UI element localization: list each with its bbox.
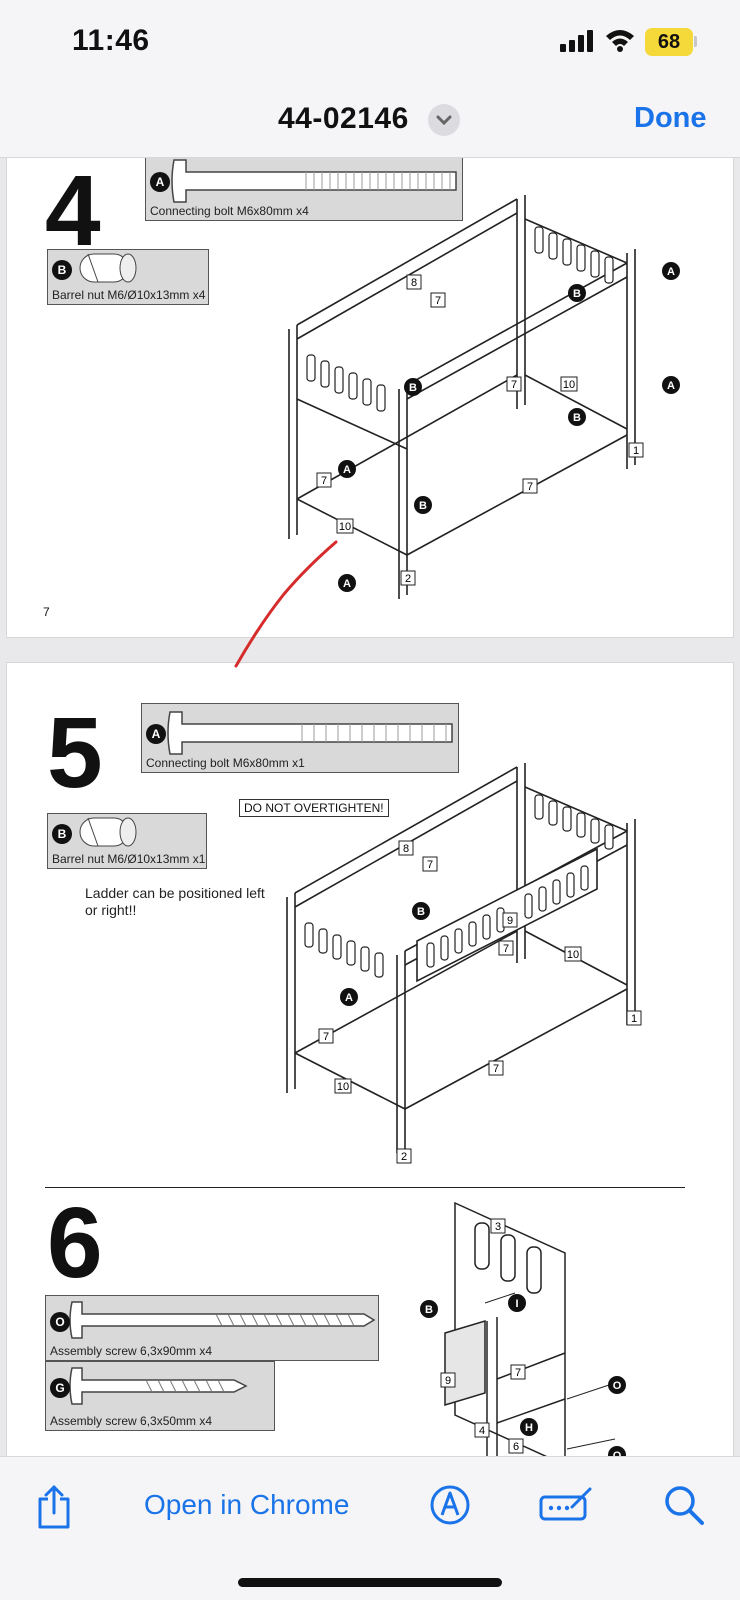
short-screw-illustration bbox=[69, 1367, 248, 1405]
part-b-badge: B bbox=[52, 824, 72, 844]
short-screw-part-box: G Assembly screw 6,3x50mm x4 bbox=[45, 1361, 275, 1431]
barrel-nut-part-box: B Barrel nut M6/Ø10x13mm x1 bbox=[47, 813, 207, 869]
bolt-illustration bbox=[167, 711, 453, 755]
callout-10: 10 bbox=[339, 521, 351, 533]
callout-7: 7 bbox=[427, 859, 433, 871]
bolt-part-box: A Connecting bolt M6x80mm x4 bbox=[145, 158, 463, 221]
fill-sign-icon[interactable] bbox=[538, 1483, 594, 1527]
callout-3: 3 bbox=[495, 1221, 501, 1233]
barrel-nut-illustration bbox=[79, 253, 137, 283]
clock: 11:46 bbox=[72, 24, 150, 57]
badge-b: B bbox=[419, 500, 427, 512]
chevron-down-icon bbox=[436, 115, 452, 126]
section-divider bbox=[45, 1187, 685, 1188]
badge-a: A bbox=[667, 266, 675, 278]
warning-label: DO NOT OVERTIGHTEN! bbox=[239, 799, 389, 817]
callout-1: 1 bbox=[633, 445, 639, 457]
long-screw-label: Assembly screw 6,3x90mm x4 bbox=[50, 1344, 213, 1358]
callout-10: 10 bbox=[337, 1081, 349, 1093]
callout-2: 2 bbox=[405, 573, 411, 585]
page-number: 7 bbox=[43, 605, 50, 619]
document-nav-bar: 44-02146 Done bbox=[0, 80, 740, 158]
barrel-nut-illustration bbox=[79, 817, 137, 847]
callout-6: 6 bbox=[513, 1441, 519, 1453]
pdf-viewer[interactable]: 4 A Connecting bolt M6x80mm x4 bbox=[0, 158, 740, 1456]
step-number: 4 bbox=[45, 158, 101, 267]
callout-10: 10 bbox=[567, 949, 579, 961]
badge-a: A bbox=[343, 464, 351, 476]
ladder-note: Ladder can be positioned left or right!! bbox=[85, 885, 265, 918]
cellular-signal-icon bbox=[560, 30, 593, 52]
badge-b: B bbox=[425, 1304, 433, 1316]
done-button[interactable]: Done bbox=[634, 102, 707, 134]
callout-7: 7 bbox=[435, 295, 441, 307]
share-icon[interactable] bbox=[34, 1483, 74, 1531]
step-number: 5 bbox=[47, 697, 103, 809]
part-a-badge: A bbox=[146, 724, 166, 744]
long-screw-part-box: O Assembly screw 6,3x90mm x4 bbox=[45, 1295, 379, 1361]
callout-7: 7 bbox=[511, 379, 517, 391]
open-in-chrome-button[interactable]: Open in Chrome bbox=[144, 1489, 350, 1520]
badge-o: O bbox=[613, 1450, 622, 1456]
badge-b: B bbox=[409, 382, 417, 394]
badge-o: O bbox=[613, 1380, 622, 1392]
short-screw-label: Assembly screw 6,3x50mm x4 bbox=[50, 1414, 213, 1428]
callout-9: 9 bbox=[445, 1375, 451, 1387]
document-title[interactable]: 44-02146 bbox=[278, 102, 409, 135]
callout-4: 4 bbox=[479, 1425, 485, 1437]
callout-8: 8 bbox=[403, 843, 409, 855]
status-bar: 11:46 68 bbox=[0, 0, 740, 80]
title-menu-button[interactable] bbox=[428, 104, 460, 136]
callout-8: 8 bbox=[411, 277, 417, 289]
part-g-badge: G bbox=[50, 1378, 70, 1398]
callout-7: 7 bbox=[321, 475, 327, 487]
badge-b: B bbox=[573, 288, 581, 300]
home-indicator bbox=[238, 1578, 502, 1587]
bed-frame-illustration: 8 7 9 7 10 7 7 10 1 2 B A bbox=[286, 763, 642, 1164]
bottom-toolbar: Open in Chrome bbox=[0, 1456, 740, 1600]
red-ink-annotation bbox=[234, 540, 338, 668]
barrel-nut-label: Barrel nut M6/Ø10x13mm x1 bbox=[52, 852, 206, 866]
bolt-illustration bbox=[171, 159, 457, 203]
bolt-part-box: A Connecting bolt M6x80mm x1 bbox=[141, 703, 459, 773]
badge-h: H bbox=[525, 1422, 533, 1434]
wifi-icon bbox=[606, 30, 634, 52]
barrel-nut-part-box: B Barrel nut M6/Ø10x13mm x4 bbox=[47, 249, 209, 305]
bolt-label: Connecting bolt M6x80mm x4 bbox=[150, 204, 309, 218]
barrel-nut-label: Barrel nut M6/Ø10x13mm x4 bbox=[52, 288, 206, 302]
badge-i: I bbox=[515, 1298, 518, 1310]
callout-7: 7 bbox=[515, 1367, 521, 1379]
pdf-page-bottom: 5 A Connecting bolt M6x80mm x1 DO NOT OV… bbox=[6, 662, 734, 1456]
ladder-illustration: 3 9 7 4 6 B I H O O bbox=[420, 1201, 626, 1456]
markup-icon[interactable] bbox=[428, 1483, 472, 1527]
bolt-label: Connecting bolt M6x80mm x1 bbox=[146, 756, 305, 770]
callout-7: 7 bbox=[503, 943, 509, 955]
callout-7: 7 bbox=[323, 1031, 329, 1043]
part-o-badge: O bbox=[50, 1312, 70, 1332]
bed-frame-illustration: 8 7 7 10 7 7 10 1 2 B A B A B A B A bbox=[288, 195, 680, 599]
badge-a: A bbox=[345, 992, 353, 1004]
callout-2: 2 bbox=[401, 1151, 407, 1163]
part-b-badge: B bbox=[52, 260, 72, 280]
battery-indicator: 68 bbox=[645, 28, 693, 56]
callout-7: 7 bbox=[493, 1063, 499, 1075]
callout-1: 1 bbox=[631, 1013, 637, 1025]
long-screw-illustration bbox=[69, 1301, 376, 1339]
badge-b: B bbox=[417, 906, 425, 918]
callout-7: 7 bbox=[527, 481, 533, 493]
search-icon[interactable] bbox=[662, 1483, 706, 1527]
badge-b: B bbox=[573, 412, 581, 424]
badge-a: A bbox=[667, 380, 675, 392]
badge-a: A bbox=[343, 578, 351, 590]
callout-10: 10 bbox=[563, 379, 575, 391]
pdf-page-top: 4 A Connecting bolt M6x80mm x4 bbox=[6, 158, 734, 638]
part-a-badge: A bbox=[150, 172, 170, 192]
callout-9: 9 bbox=[507, 915, 513, 927]
battery-cap bbox=[694, 36, 697, 47]
step-number: 6 bbox=[47, 1187, 103, 1299]
